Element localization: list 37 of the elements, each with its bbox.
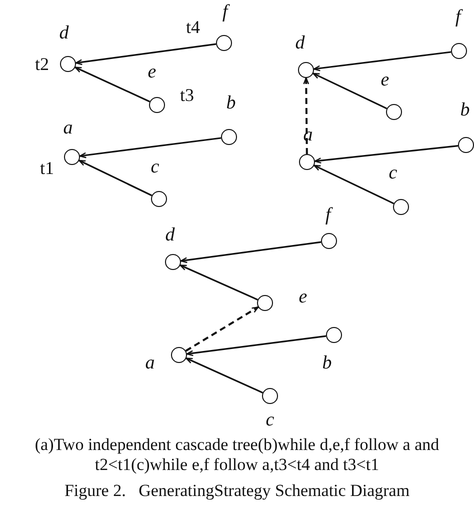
node-letter: a bbox=[145, 354, 155, 372]
arrow bbox=[79, 137, 222, 158]
node-letter: f bbox=[222, 2, 228, 22]
time-label: t4 bbox=[186, 18, 200, 36]
arrow bbox=[75, 43, 216, 66]
time-label: t1 bbox=[40, 159, 54, 177]
arrow bbox=[186, 335, 326, 356]
arrow bbox=[180, 241, 322, 264]
node-letter: e bbox=[148, 62, 156, 82]
node-letter: e bbox=[380, 70, 390, 90]
subcaption-text: (a)Two independent cascade tree(b)while d,e,f follow a and t2<t1(c)while e,f follow a,t3<t4 and t3<t1 bbox=[34, 435, 440, 476]
figure-caption: Figure 2. GeneratingStrategy Schematic Diagram bbox=[63, 481, 411, 502]
node-letter: c bbox=[266, 410, 274, 430]
arrow bbox=[303, 77, 310, 154]
node-letter: f bbox=[325, 206, 331, 224]
node-letter: d bbox=[165, 226, 175, 244]
node-letter: f bbox=[455, 8, 461, 26]
node-letter: b bbox=[322, 354, 332, 372]
arrow bbox=[314, 164, 394, 204]
node-letter: e bbox=[298, 288, 308, 306]
arrow bbox=[180, 264, 258, 300]
node-letter: c bbox=[388, 164, 398, 182]
arrow bbox=[74, 66, 150, 102]
node-letter: a bbox=[63, 118, 73, 138]
arrow bbox=[313, 51, 452, 72]
node-letter: d bbox=[59, 24, 69, 42]
arrow bbox=[312, 72, 388, 110]
node-letter: b bbox=[226, 94, 236, 112]
node-letter: c bbox=[150, 158, 160, 176]
node-letter: b bbox=[460, 100, 470, 120]
arrow bbox=[78, 160, 152, 196]
node-letter: d bbox=[295, 34, 305, 52]
arrow bbox=[185, 306, 259, 352]
arrow bbox=[186, 358, 264, 394]
time-label: t3 bbox=[180, 86, 194, 104]
time-label: t2 bbox=[35, 55, 49, 73]
arrow bbox=[314, 145, 458, 164]
